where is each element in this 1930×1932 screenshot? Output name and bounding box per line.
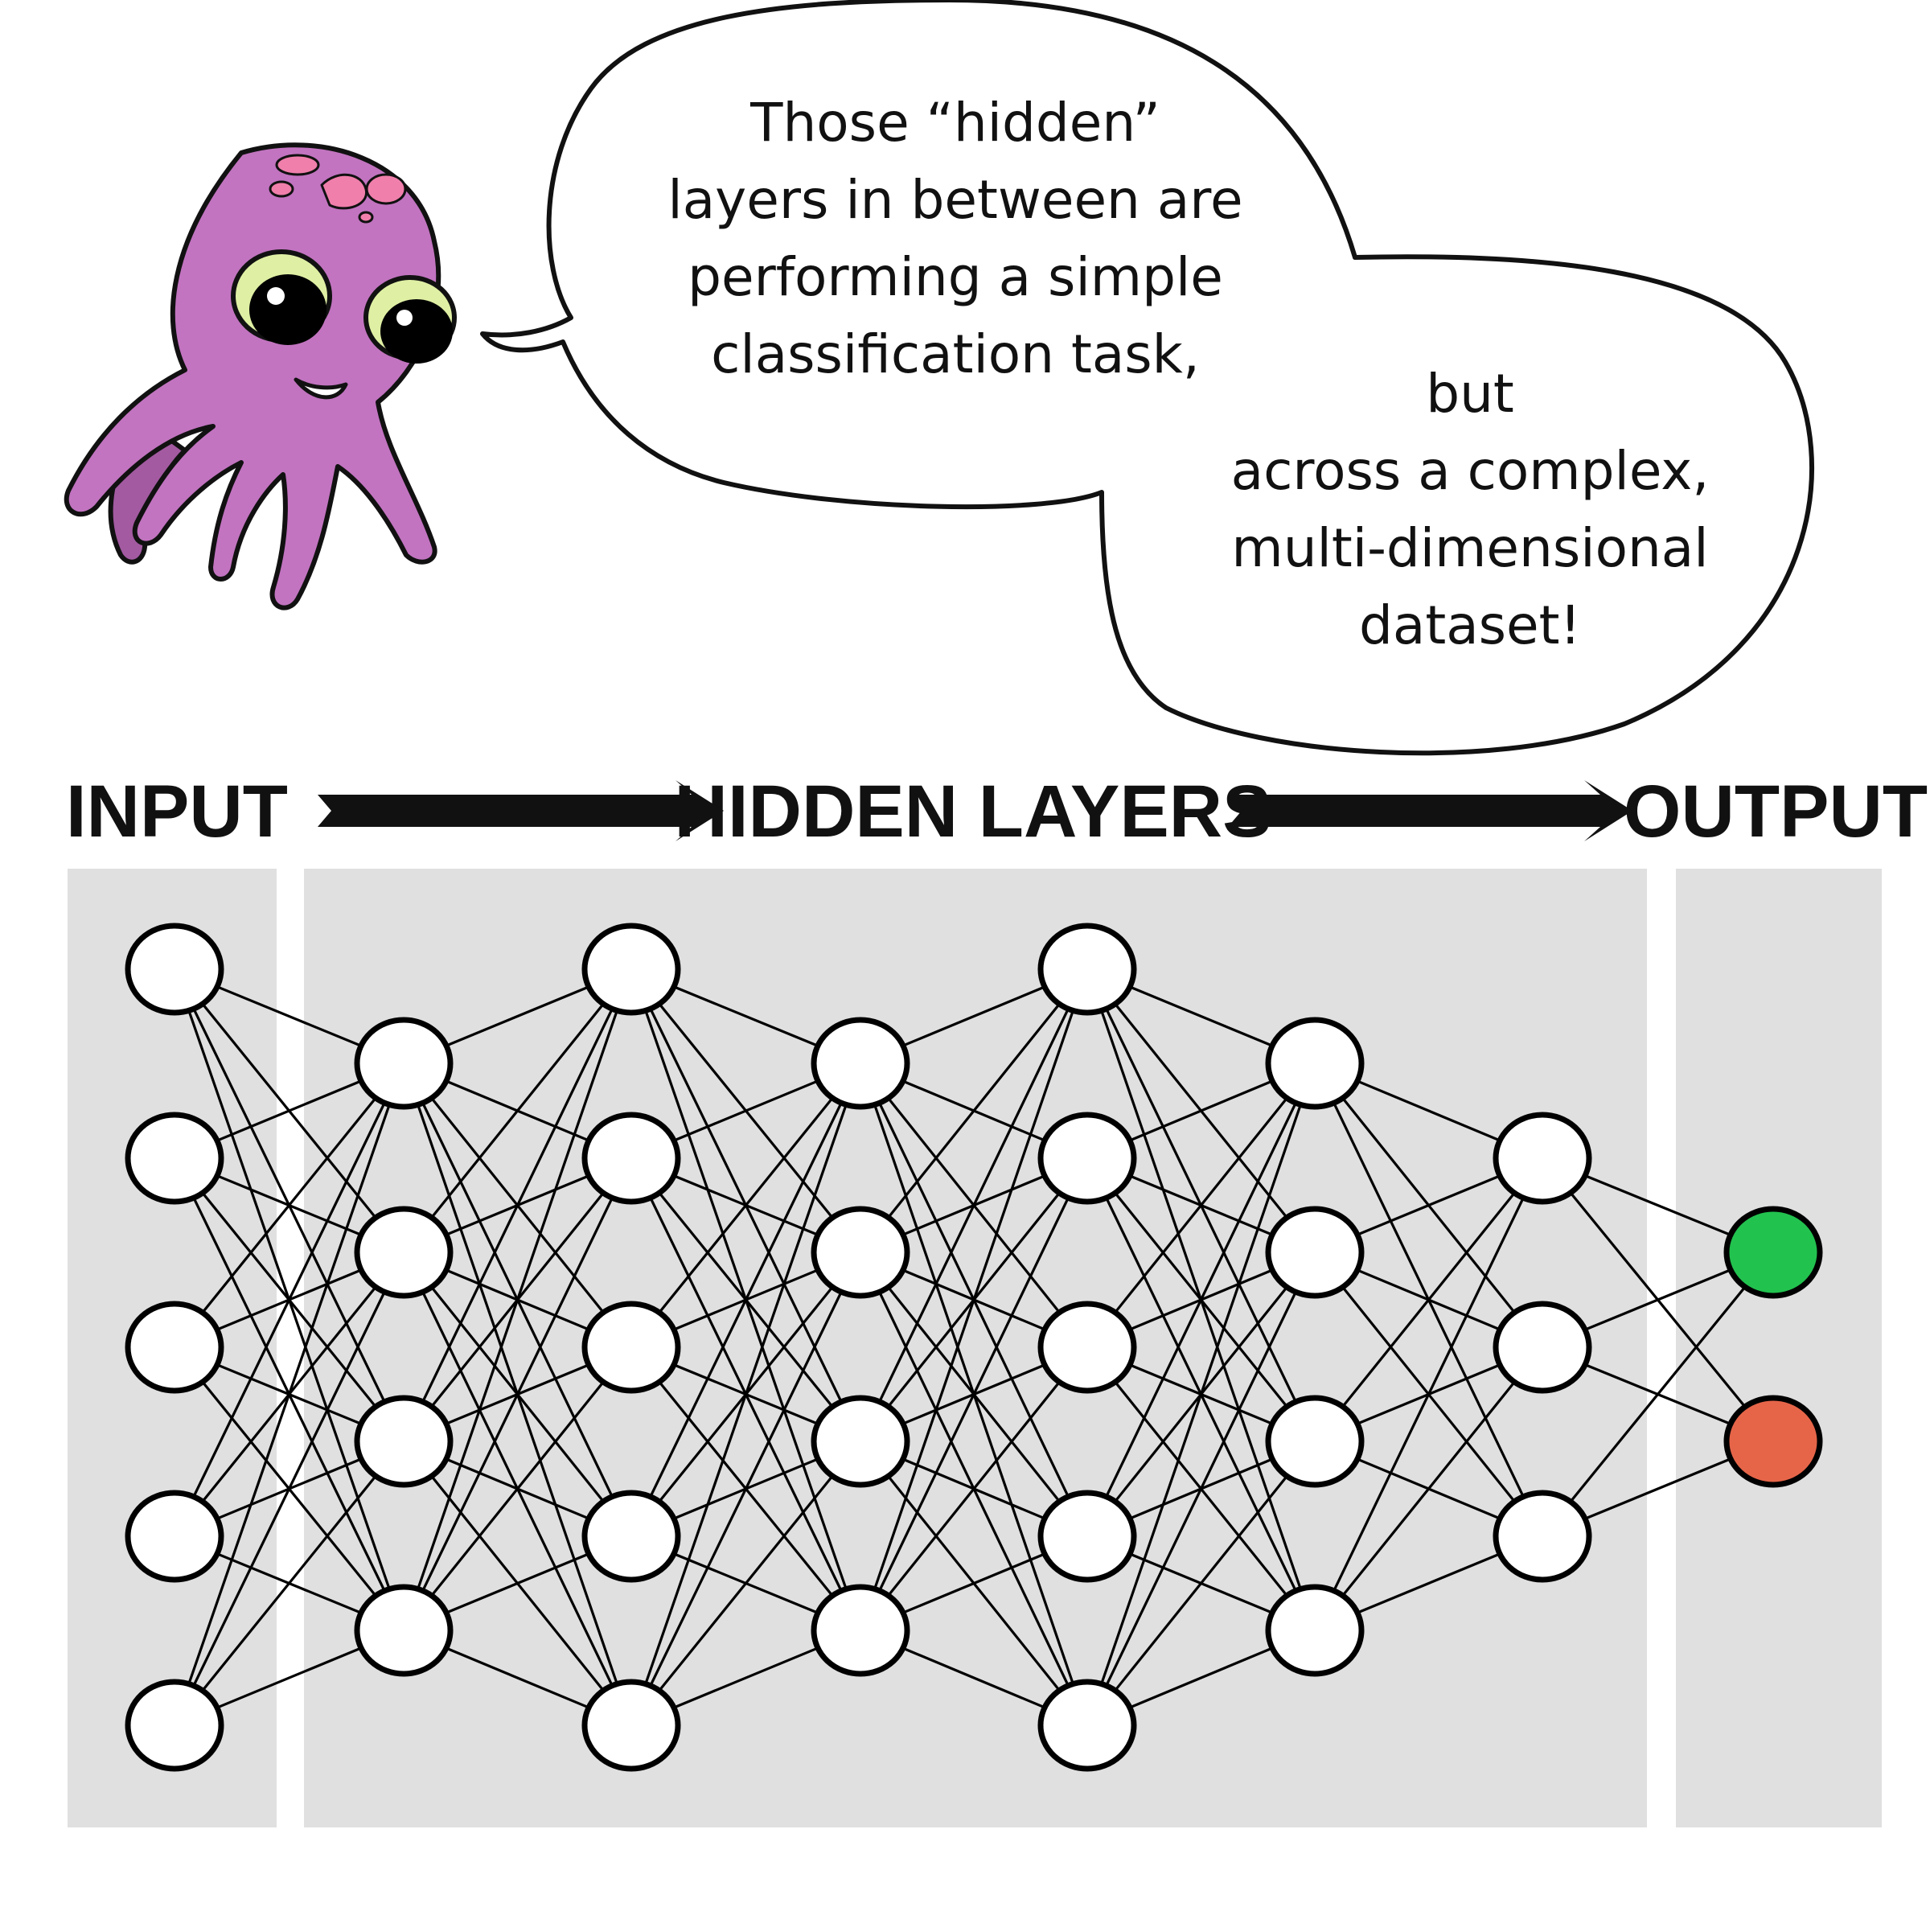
arrow-hidden-to-output	[1228, 780, 1632, 841]
network-edge	[1086, 1063, 1316, 1726]
hidden-node	[1037, 923, 1137, 1016]
speech-line: Those “hidden”	[749, 92, 1160, 154]
speech-text-part-2: but across a complex, multi-dimensional dat…	[1231, 363, 1710, 656]
speech-line: classification task,	[711, 323, 1200, 385]
hidden-node	[811, 1584, 910, 1677]
network-edge	[173, 1063, 405, 1537]
output-label: OUTPUT	[1624, 771, 1928, 853]
network-edge	[173, 1062, 405, 1349]
network-edge	[402, 968, 633, 1254]
hidden-node	[1037, 1679, 1137, 1772]
octopus-smile	[294, 377, 348, 400]
hidden-node	[354, 1206, 454, 1299]
octopus-eye-right	[363, 275, 457, 364]
speech-text-part-1: Those “hidden” layers in between are perfo…	[667, 92, 1242, 385]
hidden-node	[581, 923, 681, 1016]
network-edge	[630, 1062, 862, 1349]
input-node	[125, 1112, 224, 1205]
hidden-node	[581, 1490, 681, 1583]
network-edge	[1313, 1157, 1544, 1631]
hidden-node	[1493, 1112, 1592, 1205]
network-edge	[1086, 1062, 1316, 1349]
arrow-input-to-hidden	[318, 780, 724, 841]
hidden-node	[811, 1017, 910, 1110]
hidden-node	[811, 1206, 910, 1299]
network-edge	[630, 1063, 862, 1726]
network-edge	[859, 1157, 1089, 1631]
network-edge	[1541, 1251, 1775, 1538]
network-edge	[1086, 1252, 1316, 1726]
network-edge	[859, 1346, 1089, 1632]
hidden-node	[354, 1395, 454, 1488]
network-edge	[402, 1346, 633, 1632]
output-node	[1723, 1395, 1823, 1488]
hidden-node	[581, 1301, 681, 1394]
hidden-node	[1493, 1301, 1592, 1394]
network-edge	[630, 1063, 862, 1537]
output-panel	[1676, 869, 1882, 1827]
network-edge	[1086, 1063, 1316, 1537]
hidden-node	[1265, 1395, 1365, 1488]
input-node	[125, 923, 224, 1016]
hidden-node	[1265, 1206, 1365, 1299]
hidden-node	[581, 1112, 681, 1205]
network-nodes	[125, 923, 1823, 1772]
input-node	[125, 1679, 224, 1772]
network-edge	[630, 1252, 862, 1726]
input-label: INPUT	[66, 771, 288, 853]
input-node	[125, 1490, 224, 1583]
speech-line: dataset!	[1359, 594, 1581, 656]
network-edge	[1313, 1157, 1544, 1443]
hidden-node	[354, 1584, 454, 1677]
speech-line: layers in between are	[667, 169, 1242, 231]
hidden-node	[1037, 1301, 1137, 1394]
hidden-layers-label: HIDDEN LAYERS	[675, 771, 1272, 853]
speech-line: but	[1426, 363, 1514, 425]
octopus-eye-left	[231, 249, 332, 345]
octopus-body	[64, 142, 441, 610]
hidden-node	[1265, 1584, 1365, 1677]
network-edge	[173, 1252, 405, 1726]
octopus-mascot	[64, 142, 457, 610]
network-edge	[402, 968, 633, 1442]
octopus-spots	[269, 154, 407, 224]
speech-line: performing a simple	[688, 246, 1223, 308]
network-edge	[859, 968, 1089, 1254]
speech-line: multi-dimensional	[1231, 517, 1708, 579]
network-edge	[173, 1063, 405, 1726]
hidden-node	[1037, 1490, 1137, 1583]
hidden-node	[354, 1017, 454, 1110]
hidden-node	[581, 1679, 681, 1772]
network-edge	[173, 1440, 405, 1727]
hidden-node	[811, 1395, 910, 1488]
hidden-node	[1265, 1017, 1365, 1110]
network-edge	[402, 1157, 633, 1631]
network-edge	[630, 1440, 862, 1727]
network-edge	[1086, 1440, 1316, 1727]
network-edge	[1313, 1346, 1544, 1632]
speech-bubble	[480, 0, 1815, 756]
output-node	[1723, 1206, 1823, 1299]
hidden-node	[1493, 1490, 1592, 1583]
input-node	[125, 1301, 224, 1394]
network-edge	[859, 968, 1089, 1631]
speech-line: across a complex,	[1231, 440, 1710, 502]
network-edge	[859, 968, 1089, 1442]
hidden-node	[1037, 1112, 1137, 1205]
hidden-layers-panel	[304, 869, 1647, 1827]
network-edge	[402, 968, 633, 1631]
